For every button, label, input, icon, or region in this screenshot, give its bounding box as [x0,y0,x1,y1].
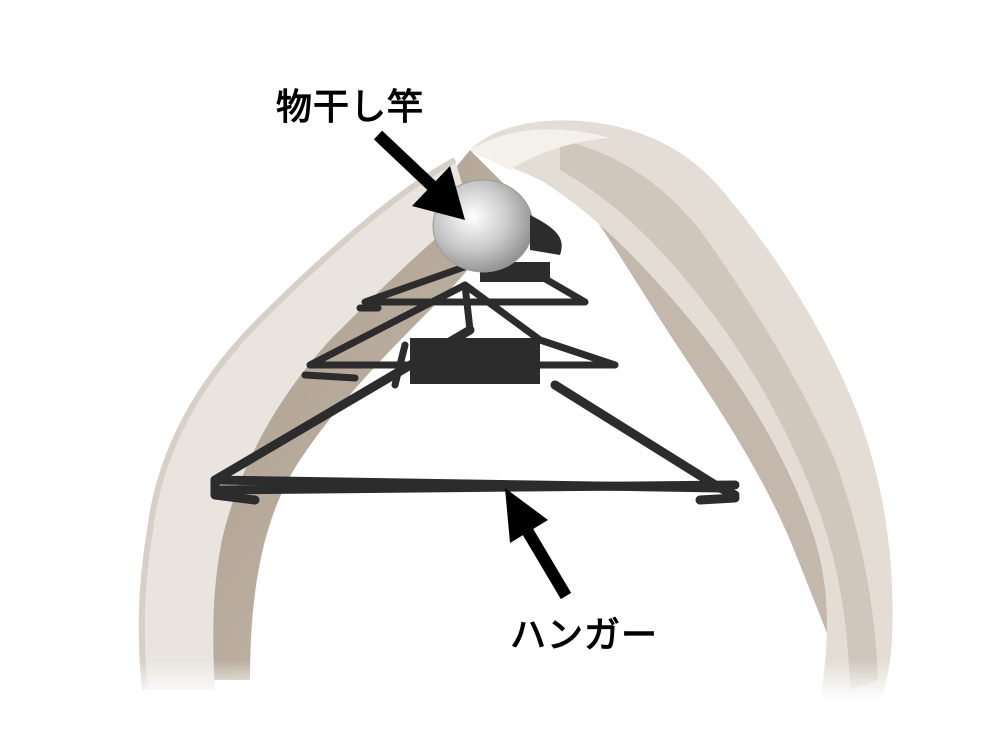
cloth-left-edge [138,157,457,691]
cloth-top-highlight [470,129,610,170]
arrow-to-pole [373,130,465,220]
arrow-to-hanger [505,488,572,600]
cloth-inner-back [173,150,520,680]
pole-shadow [530,215,562,255]
hanger-icon [210,480,740,495]
hanger-middle [301,281,619,389]
hanger-label: ハンガー [510,615,659,656]
pole-label: 物干し竿 [276,87,425,128]
